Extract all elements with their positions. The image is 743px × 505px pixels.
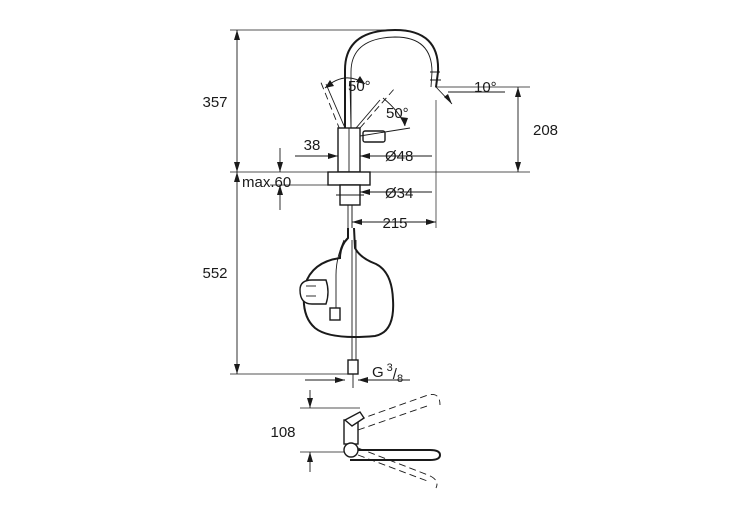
thread-numerator: 3: [387, 362, 393, 374]
dim-text-rotation-angle: 50°: [386, 105, 409, 122]
dim-line-thread: [305, 377, 410, 383]
lever-back: [355, 99, 381, 129]
dim-line-215: [352, 219, 436, 225]
dim-text-208: 208: [533, 122, 558, 139]
dim-text-dia48: Ø48: [385, 148, 413, 165]
dim-line-dia34: [360, 189, 432, 195]
dim-line-108: [307, 390, 313, 472]
lever-forward: [325, 83, 346, 129]
dim-text-lever-angle: 50°: [348, 78, 371, 95]
dim-text-552: 552: [202, 265, 227, 282]
lever-center: [349, 81, 352, 129]
dim-text-108: 108: [270, 424, 295, 441]
dim-text-215: 215: [382, 215, 407, 232]
thread-main: G: [372, 364, 384, 381]
dim-line-208: [515, 87, 521, 172]
dim-text-spout-angle: 10°: [474, 79, 497, 96]
thread-denominator: 8: [397, 373, 403, 385]
faucet-side-view: [319, 28, 441, 228]
dim-text-max60: max.60: [242, 174, 291, 191]
hose-weight-icon: [299, 279, 329, 305]
dim-text-38: 38: [304, 137, 321, 154]
dim-line-10deg: [435, 86, 505, 105]
dim-line-552: [234, 172, 240, 374]
dim-line-357: [234, 30, 240, 172]
dim-text-357: 357: [202, 94, 227, 111]
faucet-top-view: [343, 394, 442, 489]
thread-slash: /: [393, 366, 398, 383]
dim-line-dia48: [360, 153, 432, 159]
dim-text-dia34: Ø34: [385, 185, 413, 202]
supply-hoses: [302, 227, 395, 388]
dim-line-max60: [277, 148, 283, 210]
